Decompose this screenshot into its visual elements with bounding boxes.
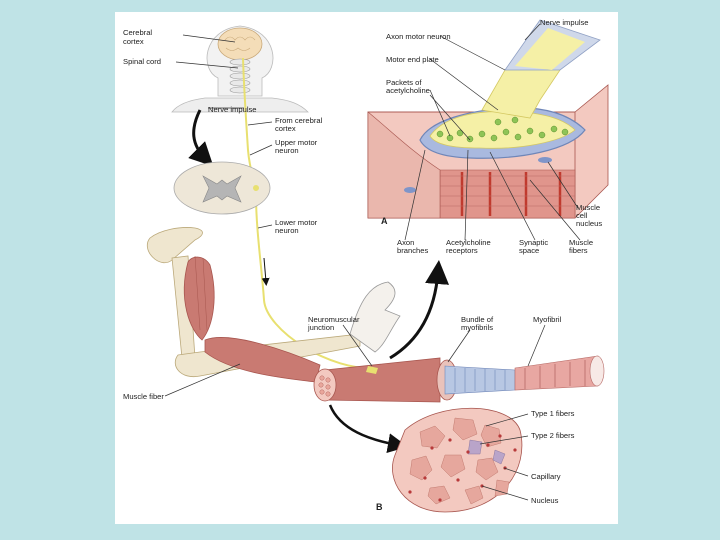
- label-acetylcholine-receptors: Acetylcholine receptors: [446, 238, 493, 255]
- arrow-to-panel-a: [389, 260, 450, 360]
- label-nerve-impulse-left: Nerve impulse: [208, 105, 257, 114]
- arm-illustration: [147, 227, 401, 383]
- label-lower-motor-neuron: Lower motor neuron: [275, 218, 319, 235]
- label-type1-fibers: Type 1 fibers: [531, 409, 575, 418]
- label-neuromuscular-junction: Neuromuscular junction: [307, 315, 362, 332]
- label-type2-fibers: Type 2 fibers: [531, 431, 575, 440]
- arrow-to-panel-b: [328, 404, 408, 454]
- single-myofibril: [514, 355, 599, 391]
- label-muscle-cell-nucleus: Muscle cell nucleus: [576, 203, 602, 228]
- brain-shape: [217, 27, 263, 61]
- myofibril-bundle: [444, 365, 516, 395]
- spinal-cord-section: [173, 161, 271, 215]
- acetylcholine-vesicles: [436, 116, 569, 143]
- label-nerve-impulse-right: Nerve impulse: [540, 18, 589, 27]
- label-axon-branches: Axon branches: [397, 238, 428, 255]
- arrow-down-nerve: [261, 257, 270, 286]
- head-illustration: [171, 25, 309, 113]
- label-panel-b: B: [376, 502, 383, 512]
- label-cerebral-cortex: Cerebral cortex: [123, 28, 154, 46]
- label-spinal-cord: Spinal cord: [123, 57, 161, 66]
- spine-vertebrae: [229, 58, 251, 94]
- label-capillary: Capillary: [531, 472, 561, 481]
- label-muscle-fiber: Muscle fiber: [123, 392, 164, 401]
- label-synaptic-space: Synaptic space: [519, 238, 550, 255]
- leader-lines: [164, 23, 581, 501]
- muscle-fiber-striations: [460, 172, 562, 216]
- label-upper-motor-neuron: Upper motor neuron: [275, 138, 319, 155]
- label-from-cerebral-cortex: From cerebral cortex: [275, 116, 324, 133]
- panel-b-cross-section: [392, 407, 523, 513]
- hand-outline: [349, 281, 401, 353]
- label-axon-motor-neuron: Axon motor neuron: [386, 32, 451, 41]
- label-bundle-of-myofibrils: Bundle of myofibrils: [461, 315, 495, 332]
- type2-fiber-shapes: [467, 439, 506, 465]
- type1-fiber-shapes: [409, 417, 510, 505]
- muscle-fiber-bundle: [313, 355, 605, 403]
- muscle-cell-nuclei: [404, 157, 552, 193]
- panel-a-junction: [367, 19, 609, 219]
- label-myofibril: Myofibril: [533, 315, 562, 324]
- label-nucleus: Nucleus: [531, 496, 559, 505]
- label-packets-of-acetylcholine: Packets of acetylcholine: [386, 78, 430, 95]
- label-motor-end-plate: Motor end plate: [386, 55, 439, 64]
- label-panel-a: A: [381, 216, 388, 226]
- label-muscle-fibers: Muscle fibers: [569, 238, 595, 255]
- biceps-muscle: [183, 256, 215, 341]
- arrow-to-spinal-section: [188, 109, 214, 167]
